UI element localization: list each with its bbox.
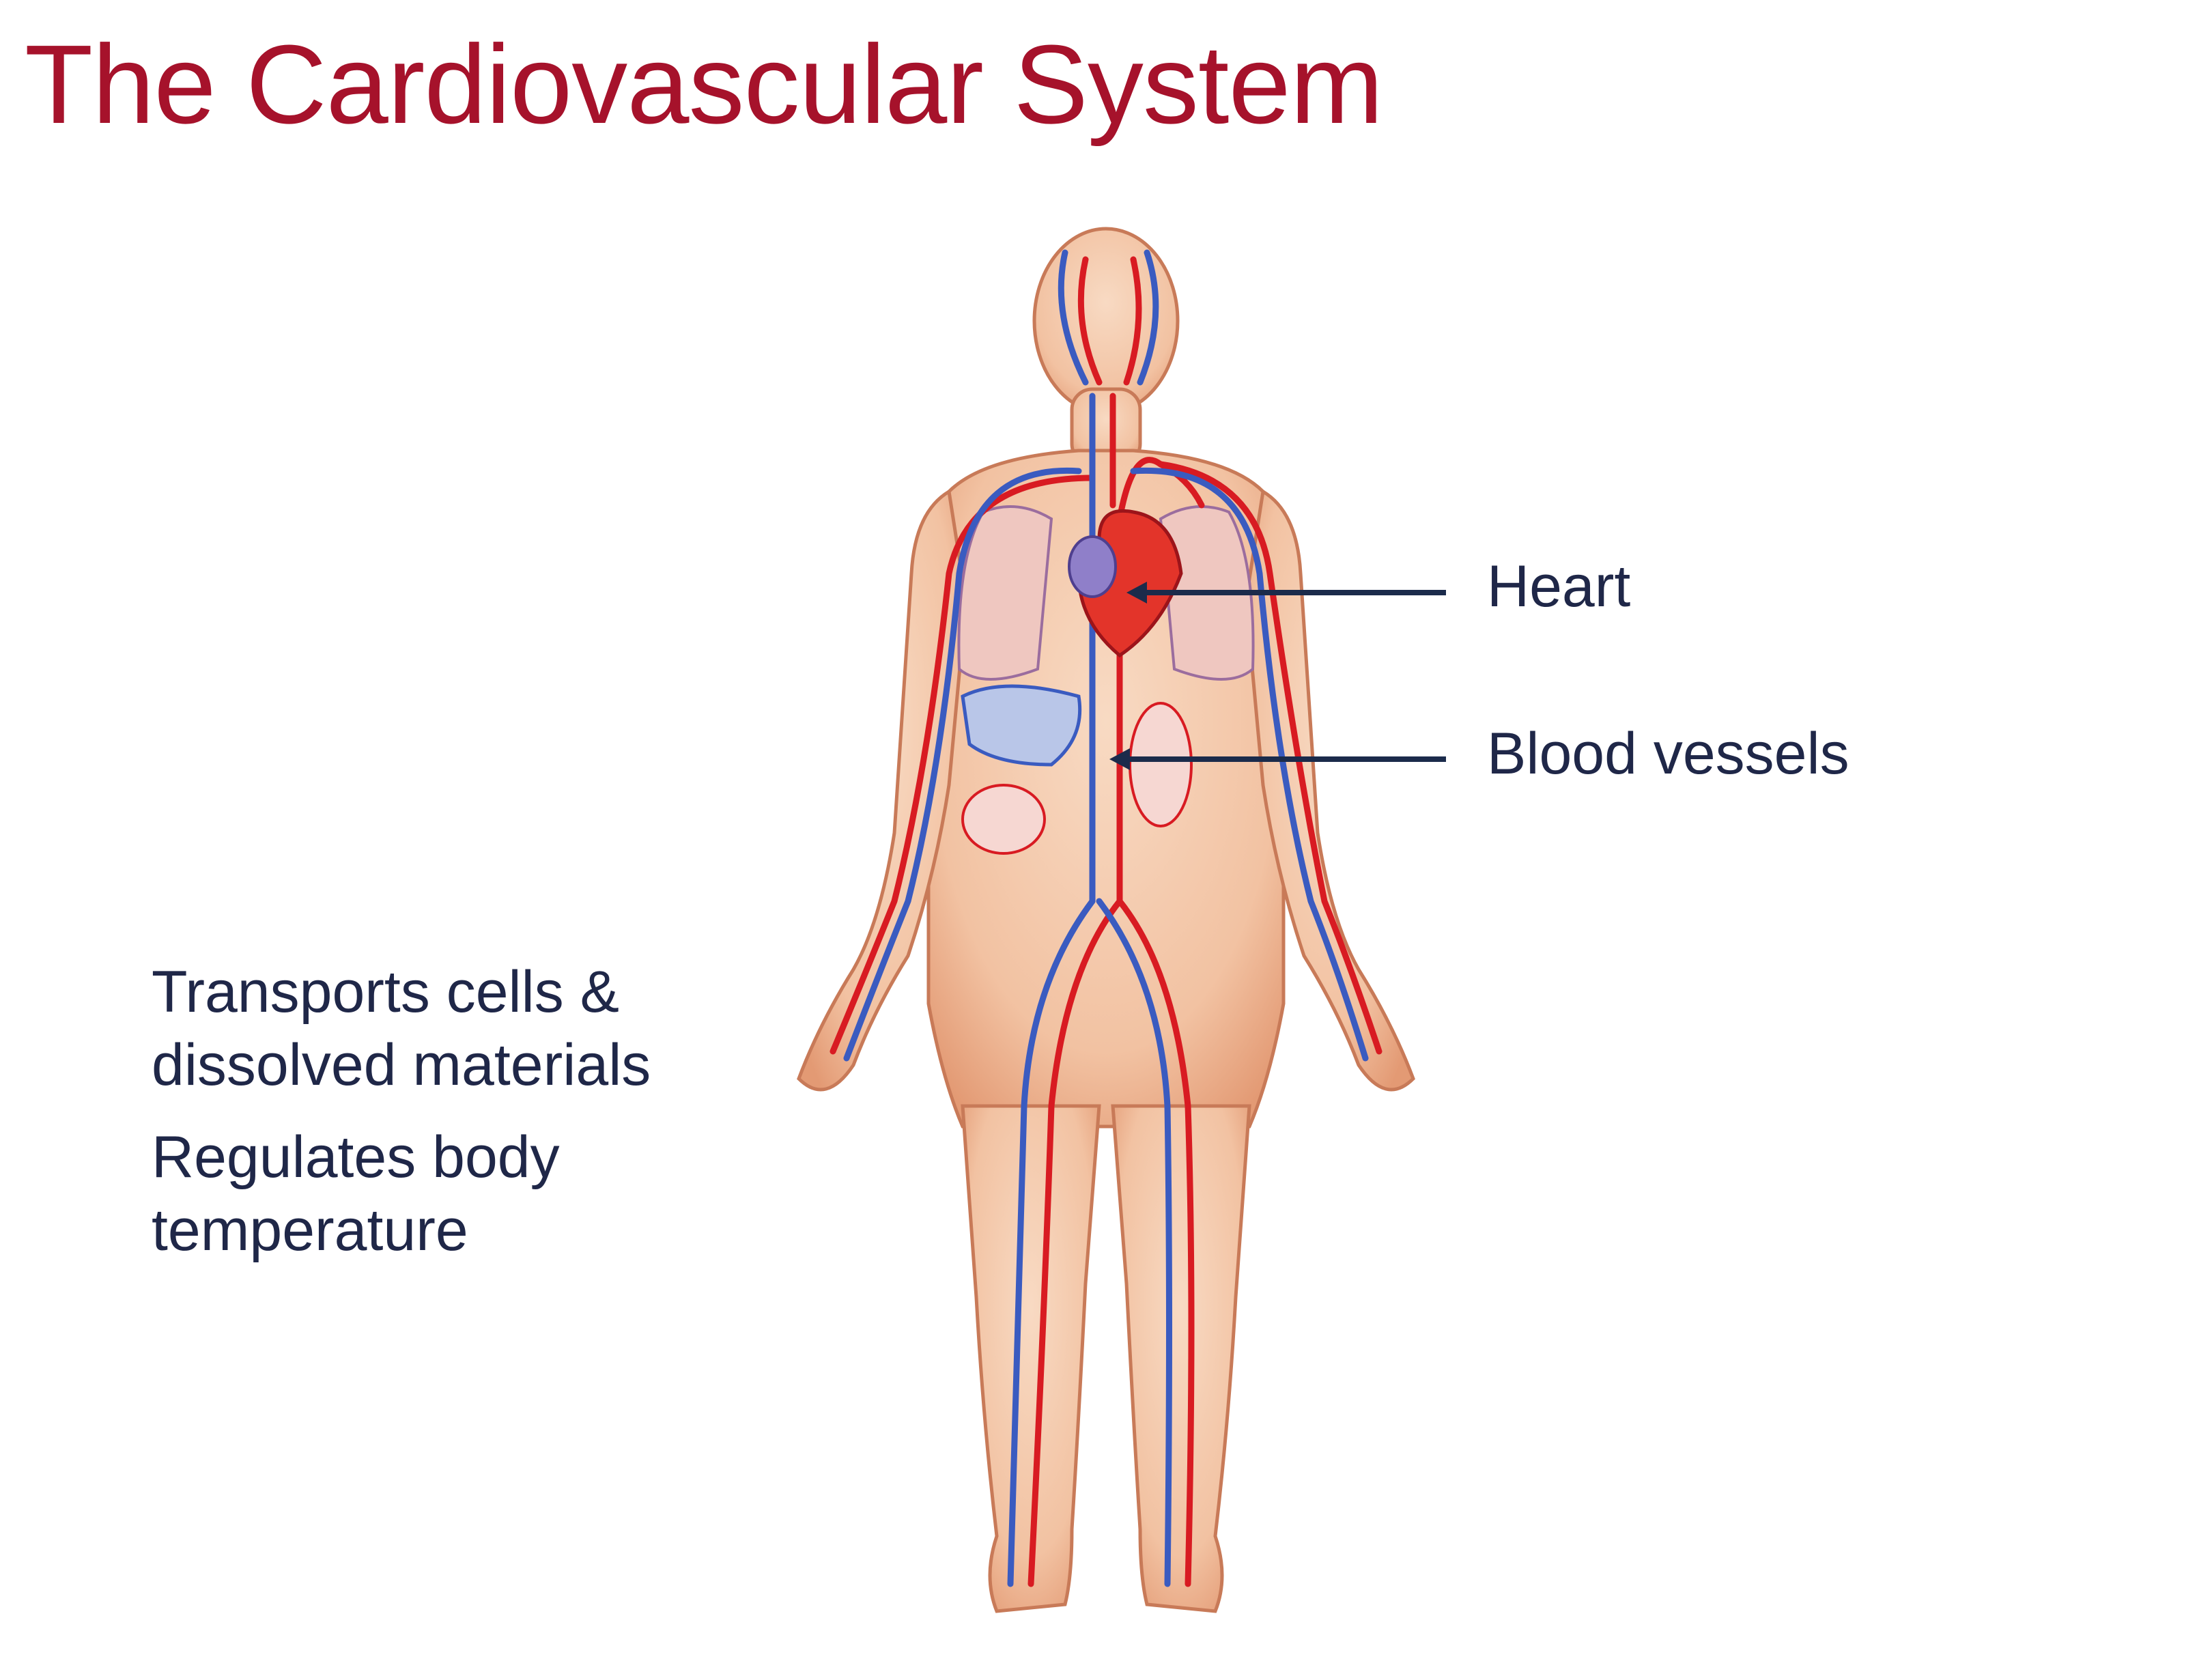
blood-vessels-label: Blood vessels	[1487, 721, 1849, 786]
veins	[843, 249, 1369, 1587]
arteries	[830, 256, 1382, 1587]
slide-title: The Cardiovascular System	[25, 22, 1383, 147]
heart-label: Heart	[1487, 554, 1631, 619]
function-item-transport: Transports cells & dissolved materials	[152, 959, 651, 1098]
function-item-temperature: Regulates body temperature	[152, 1124, 560, 1263]
body-circulation-illustration	[778, 218, 1434, 1632]
kidneys	[961, 702, 1193, 855]
liver	[961, 684, 1082, 767]
function-list: Transports cells & dissolved materials R…	[152, 956, 834, 1286]
